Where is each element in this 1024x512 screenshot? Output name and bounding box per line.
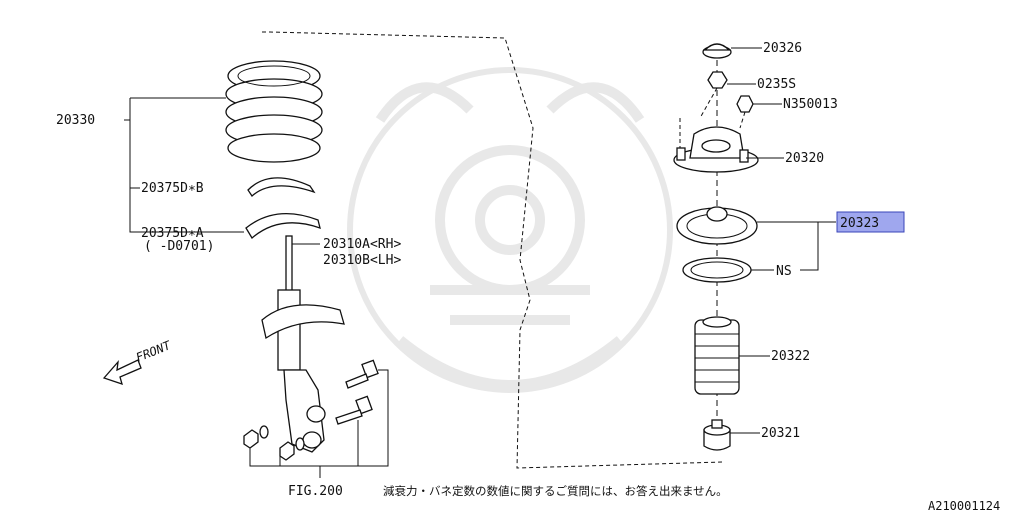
label-20330: 20330 [56,113,95,128]
label-20322: 20322 [771,349,810,364]
nuts-washers [243,425,305,461]
nut-n350013 [736,95,754,113]
coil-spring-20330 [225,60,323,163]
label-n350013: N350013 [783,97,838,112]
label-20320: 20320 [785,151,824,166]
bolt-upper [345,359,379,389]
label-20310a: 20310A<RH> [323,237,401,252]
cap-20326 [702,43,732,59]
label-20375b: 20375D∗B [141,181,204,196]
upper-mount-20320 [673,126,759,173]
watermark-emblem [347,67,673,393]
front-direction: FRONT [102,338,173,386]
leader-20330 [124,97,232,233]
label-fig200: FIG.200 [288,484,343,499]
spring-seat-20375b [247,177,316,197]
bearing-ring-ns [682,257,752,283]
nut-guide-lines [679,87,746,150]
spring-seat-20375a [245,213,321,239]
bolt-lower [335,395,373,425]
label-20326: 20326 [763,41,802,56]
label-20310b: 20310B<LH> [323,253,401,268]
label-0235s: 0235S [757,77,796,92]
part-20323-highlight[interactable]: 20323 [836,211,905,233]
label-ns: NS [776,264,792,279]
assembly-boundary [262,31,723,469]
fig-bracket [249,369,389,478]
damping-note: 減衰力・バネ定数の数値に関するご質問には、お答え出来ません。 [383,484,728,498]
bump-stopper-20321 [703,419,731,451]
arrow-left-icon [102,359,142,386]
dust-boot-20322 [694,316,740,395]
nut-0235s [707,71,728,89]
leader-ns [751,222,819,271]
label-20321: 20321 [761,426,800,441]
diagram-id: A210001124 [928,499,1000,512]
label-20323[interactable]: 20323 [840,216,879,231]
strut-20310 [261,235,345,453]
label-20375a: 20375D∗A [141,226,204,241]
highlight-box[interactable] [836,211,905,233]
label-20375a-range: ( -D0701) [144,239,214,254]
mount-seat-20323 [676,206,758,245]
front-label: FRONT [134,338,173,365]
